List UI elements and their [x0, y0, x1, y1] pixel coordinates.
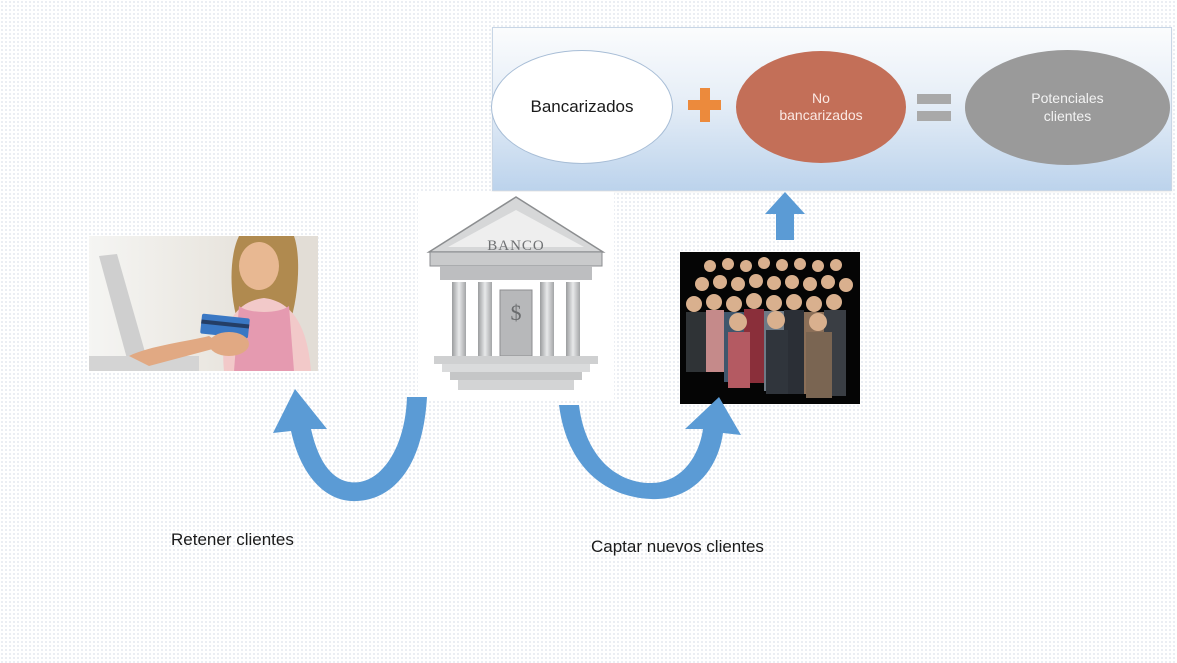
- dollar-icon: $: [510, 300, 522, 325]
- bank-building: BANCO $: [418, 192, 614, 400]
- bank-sign: BANCO: [487, 238, 545, 254]
- no-bancarizados-label-line2: bancarizados: [779, 107, 863, 123]
- acquire-clients-caption: Captar nuevos clientes: [591, 537, 764, 556]
- potenciales-clientes-ellipse: Potenciales clientes: [965, 50, 1170, 165]
- up-arrow-icon: [765, 192, 805, 240]
- no-bancarizados-label-line1: No: [812, 89, 830, 106]
- equals-icon-lower: [917, 111, 951, 121]
- retain-curved-arrow-icon: [273, 389, 427, 502]
- bancarizados-label: Bancarizados: [530, 97, 634, 117]
- equals-icon: [917, 94, 951, 104]
- no-bancarizados-ellipse: No bancarizados: [736, 51, 906, 163]
- retain-clients-caption: Retener clientes: [171, 530, 294, 549]
- acquire-curved-arrow-icon: [559, 397, 741, 500]
- crowd-photo: [680, 252, 860, 404]
- plus-icon-vertical: [700, 88, 710, 122]
- potenciales-label-line1: Potenciales: [1031, 90, 1104, 106]
- potenciales-label-line2: clientes: [1043, 107, 1092, 124]
- bancarizados-ellipse: Bancarizados: [491, 50, 673, 164]
- woman-credit-card-photo: [89, 236, 318, 371]
